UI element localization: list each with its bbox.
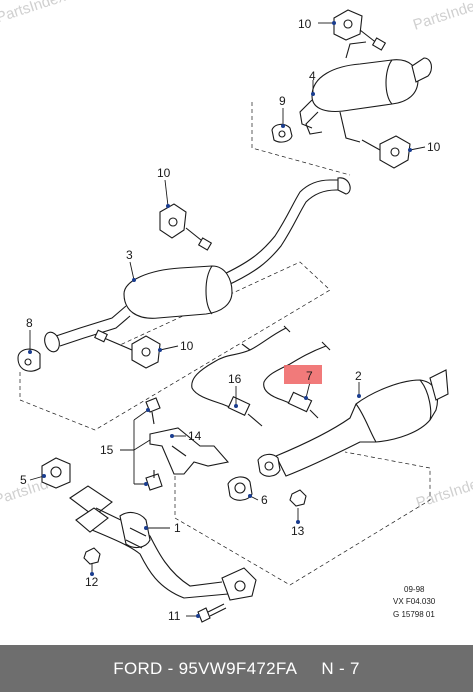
rubber-mount [333,9,387,51]
assembly-outline [19,261,331,431]
callout-15[interactable]: 15 [100,443,114,457]
callout-10[interactable]: 10 [298,17,312,31]
callout-5[interactable]: 5 [20,473,27,487]
rubber-mount [361,135,411,169]
assembly-outline [251,102,351,176]
callout-10[interactable]: 10 [427,140,441,154]
callout-3[interactable]: 3 [126,248,133,262]
nut-12 [83,547,101,565]
front-exhaust-pipe [69,485,257,601]
gasket-6 [227,476,253,501]
gasket-5 [41,457,71,489]
callout-10[interactable]: 10 [157,166,171,180]
centre-muffler [44,177,351,353]
part-number-caption: FORD - 95VW9F472FA N - 7 [113,659,360,678]
callout-9[interactable]: 9 [279,94,286,108]
leader-lines [29,22,426,617]
nut-13 [289,489,307,507]
bolt-11 [197,603,227,623]
watermark: PartsIndex [0,0,68,26]
pipe-clamp [17,348,41,372]
highlight-part-7 [284,365,322,384]
rear-muffler [299,41,433,143]
callout-14[interactable]: 14 [188,429,202,443]
callout-4[interactable]: 4 [309,69,316,83]
heat-shield-bracket [145,397,230,491]
callout-11[interactable]: 11 [168,609,181,623]
callout-13[interactable]: 13 [291,524,305,538]
callout-16[interactable]: 16 [228,372,242,386]
footer-bar: FORD - 95VW9F472FA N - 7 [0,645,473,692]
exhaust-system-diagram: PartsIndex PartsIndex PartsIndex PartsIn… [0,0,473,623]
callout-10[interactable]: 10 [180,339,194,353]
oxygen-sensor-16 [191,325,291,427]
callout-2[interactable]: 2 [355,369,362,383]
watermark: PartsIndex [414,473,473,511]
watermark: PartsIndex [411,0,473,34]
assembly-outline [174,448,431,586]
catalytic-converter [257,369,449,477]
callout-12[interactable]: 12 [85,575,99,589]
leader-dots [28,21,412,618]
callout-6[interactable]: 6 [261,493,268,507]
drawing-date-code: 09-98 [404,585,425,594]
clamp-bracket [271,123,293,143]
callout-8[interactable]: 8 [26,316,33,330]
callout-1[interactable]: 1 [174,521,181,535]
oxygen-sensor-7 [263,341,331,419]
drawing-reference-code: VX F04.030 [393,597,436,606]
drawing-number-code: G 15798 01 [393,610,435,619]
rubber-mount [159,203,213,251]
callout-7[interactable]: 7 [306,369,313,383]
rubber-mount [94,329,161,369]
